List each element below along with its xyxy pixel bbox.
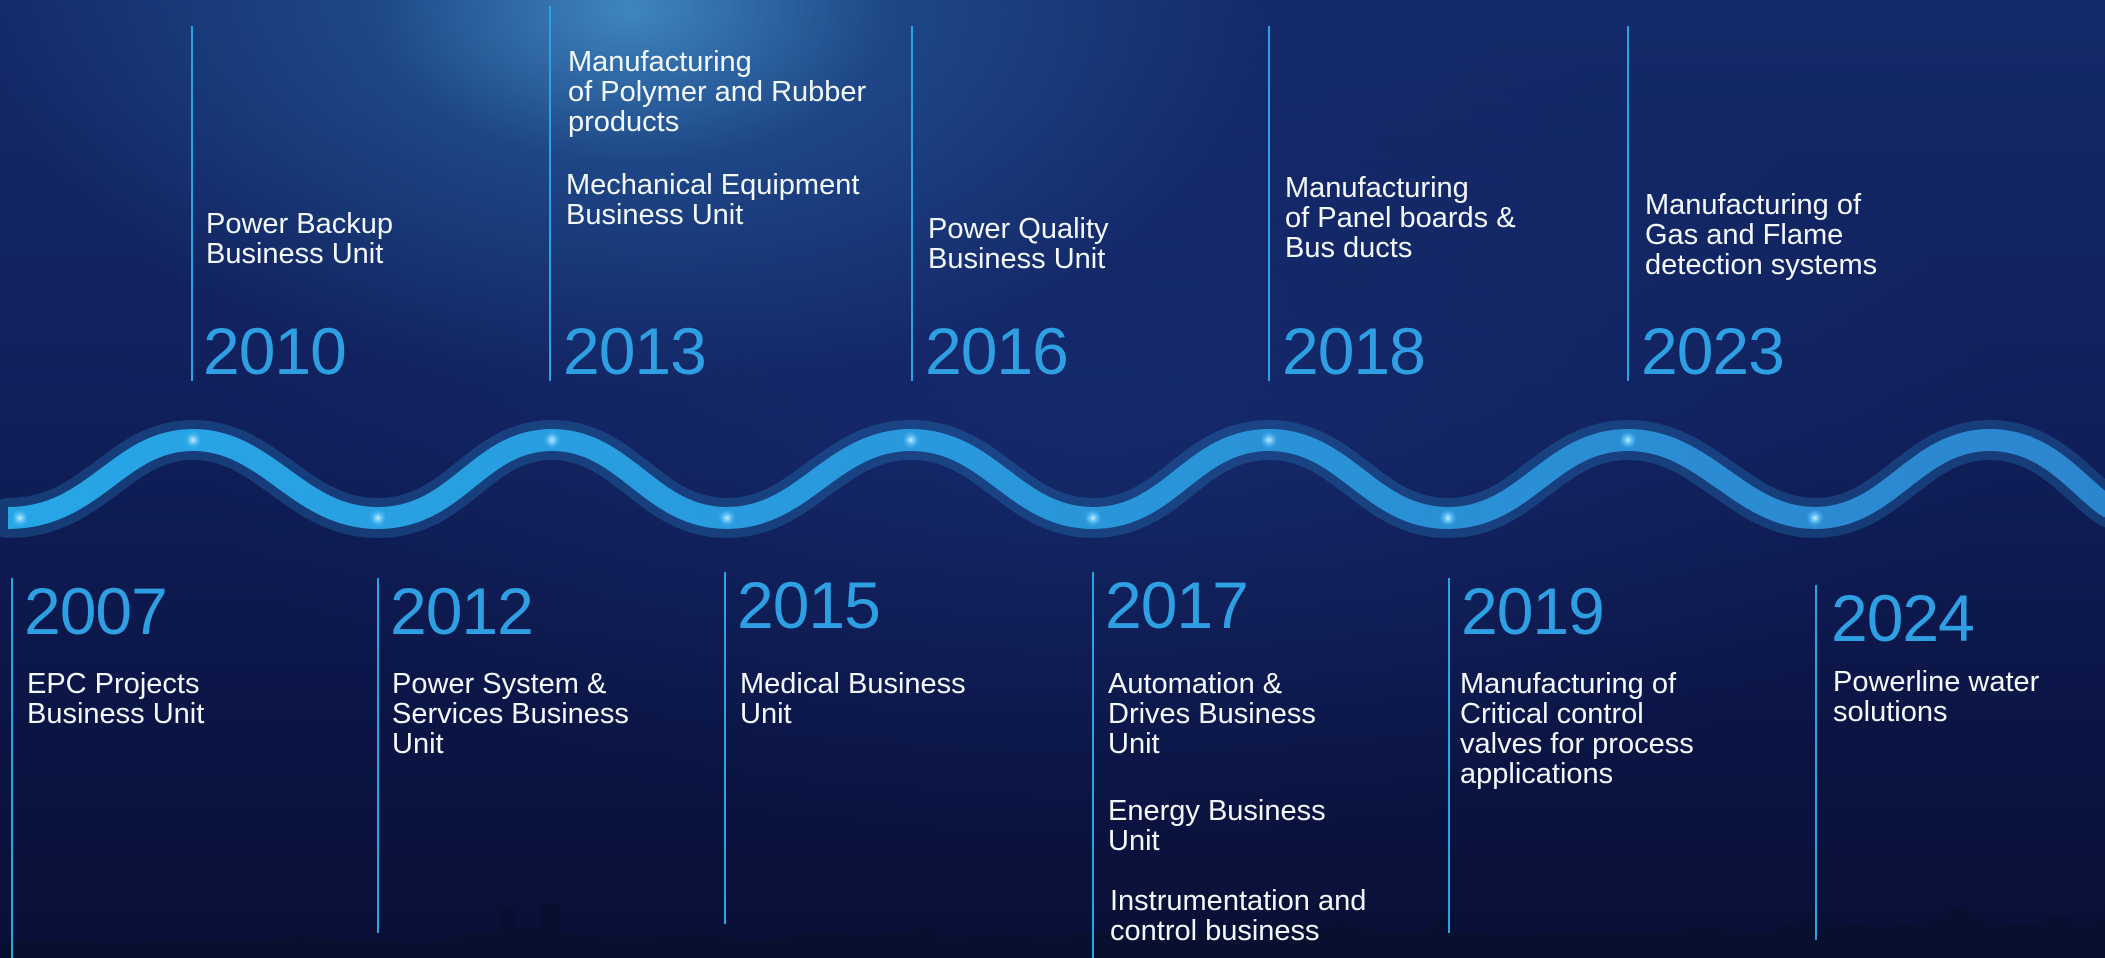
milestone-2007: 2007 EPC Projects Business Unit — [11, 578, 243, 958]
wave-dot — [1084, 509, 1102, 527]
milestone-2013: Manufacturing of Polymer and Rubber prod… — [549, 6, 891, 388]
milestone-year: 2007 — [24, 574, 168, 648]
milestone-year: 2016 — [925, 314, 1069, 388]
milestone-description: Power System & Services Business Unit — [392, 668, 629, 760]
milestone-year: 2023 — [1641, 314, 1785, 388]
milestone-year: 2017 — [1105, 568, 1249, 642]
wave-dot — [1619, 431, 1637, 449]
milestone-2018: Manufacturing of Panel boards & Bus duct… — [1268, 26, 1550, 388]
milestone-description: Powerline water solutions — [1833, 666, 2040, 728]
milestone-description: Manufacturing of Polymer and Rubber prod… — [568, 46, 867, 138]
milestone-2017: 2017 Automation & Drives Business Unit E… — [1092, 572, 1394, 958]
milestone-description: EPC Projects Business Unit — [27, 668, 205, 730]
wave-dots — [11, 431, 1824, 527]
milestone-description: Manufacturing of Panel boards & Bus duct… — [1285, 172, 1516, 264]
milestone-year: 2018 — [1282, 314, 1426, 388]
wave-dot — [1806, 509, 1824, 527]
milestone-description: Power Quality Business Unit — [928, 213, 1109, 275]
milestone-description: Instrumentation and control business — [1110, 885, 1367, 947]
wave-dot — [11, 509, 29, 527]
milestone-2024: 2024 Powerline water solutions — [1815, 585, 2097, 940]
milestone-description: Manufacturing of Gas and Flame detection… — [1645, 189, 1878, 281]
wave-dot — [1260, 431, 1278, 449]
milestone-description: Mechanical Equipment Business Unit — [566, 169, 860, 231]
milestone-2019: 2019 Manufacturing of Critical control v… — [1448, 578, 1740, 933]
milestone-description: Energy Business Unit — [1108, 795, 1326, 857]
wave-dot — [902, 431, 920, 449]
milestone-2010: Power Backup Business Unit 2010 — [191, 26, 423, 388]
milestone-2015: 2015 Medical Business Unit — [724, 572, 986, 924]
milestone-2023: Manufacturing of Gas and Flame detection… — [1627, 26, 1929, 388]
milestone-2016: Power Quality Business Unit 2016 — [911, 26, 1143, 388]
milestone-year: 2019 — [1461, 574, 1605, 648]
milestone-year: 2012 — [390, 574, 534, 648]
milestone-year: 2024 — [1831, 581, 1975, 655]
wave-dot — [369, 509, 387, 527]
milestone-year: 2015 — [737, 568, 881, 642]
wave-dot — [1439, 509, 1457, 527]
industrial-skyline — [0, 903, 2105, 958]
wave-dot — [184, 431, 202, 449]
milestone-description: Manufacturing of Critical control valves… — [1460, 668, 1694, 790]
milestone-year: 2013 — [563, 314, 707, 388]
milestone-description: Medical Business Unit — [740, 668, 966, 730]
milestone-2012: 2012 Power System & Services Business Un… — [377, 578, 639, 933]
milestone-description: Automation & Drives Business Unit — [1108, 668, 1316, 760]
wave-band — [7, 428, 2105, 530]
wave-dot — [718, 509, 736, 527]
milestone-description: Power Backup Business Unit — [206, 208, 393, 270]
milestone-year: 2010 — [203, 314, 347, 388]
wave-dot — [543, 431, 561, 449]
